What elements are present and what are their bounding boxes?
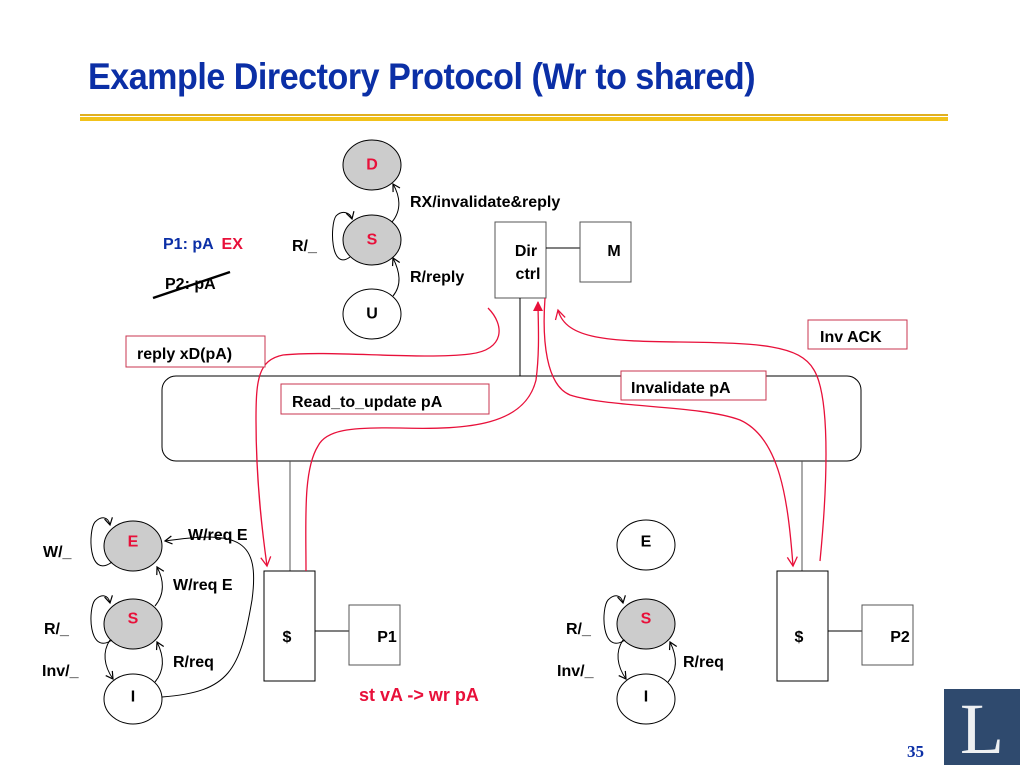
directory-state-machine: D S U RX/invalidate&reply R/reply R/_	[292, 139, 560, 340]
p1-processor-label: P1	[377, 629, 397, 646]
reply-label: reply xD(pA)	[137, 346, 232, 363]
sharer-p2-strikethrough	[152, 270, 231, 300]
p2-state-e	[616, 519, 676, 571]
p2-transition-i-to-s	[667, 640, 678, 683]
p1-state-i-label: I	[131, 689, 135, 706]
p2-state-s	[616, 598, 676, 650]
inv-ack-flow	[554, 308, 827, 562]
title-rule-thick	[80, 117, 948, 121]
p1-transition-s-self-label: R/_	[44, 621, 70, 638]
p1-state-s-label: S	[128, 611, 139, 628]
invalidate-label: Invalidate pA	[631, 380, 731, 397]
p2-cache-label: $	[795, 629, 804, 646]
memory-box	[579, 221, 632, 283]
p1-processor-box	[348, 604, 401, 666]
p2-cache-box	[776, 570, 829, 682]
page-number: 35	[907, 742, 924, 761]
p1-transition-i-to-s-label: R/req	[173, 654, 214, 671]
p2-processor-label: P2	[890, 629, 910, 646]
dir-state-u-label: U	[366, 306, 378, 323]
dir-transition-s-to-d-label: RX/invalidate&reply	[410, 194, 560, 211]
p1-transition-e-self-label: W/_	[43, 544, 73, 561]
dir-transition-s-to-d	[391, 182, 401, 223]
p1-transition-i-to-s	[154, 640, 165, 683]
title-rule	[80, 114, 948, 116]
p2-transition-s-to-i-label: Inv/_	[557, 663, 595, 680]
dir-transition-u-to-s-label: R/reply	[410, 269, 464, 286]
logo-letter: L	[960, 689, 1004, 769]
p1-state-e-label: E	[128, 534, 139, 551]
dir-state-d-label: D	[366, 157, 378, 174]
dir-state-u	[342, 288, 402, 340]
p1-cache-label: $	[283, 629, 292, 646]
university-logo: L	[944, 689, 1020, 765]
p2-transition-s-self	[603, 595, 626, 644]
store-annotation: st vA -> wr pA	[359, 685, 479, 705]
p2-transition-s-self-label: R/_	[566, 621, 592, 638]
p1-cache-box	[263, 570, 316, 682]
p1-transition-s-self	[90, 595, 113, 644]
message-labels: reply xD(pA) Read_to_update pA Invalidat…	[125, 319, 908, 415]
p1-state-s	[103, 598, 163, 650]
dir-state-s	[342, 214, 402, 266]
p2-transition-i-to-s-label: R/req	[683, 654, 724, 671]
p2-transition-s-to-i	[617, 639, 627, 680]
message-flows	[255, 297, 827, 572]
p1-transition-i-to-e	[161, 535, 255, 698]
p1-node: $ P1	[263, 570, 401, 682]
p1-transition-s-to-i	[104, 639, 114, 680]
p2-state-machine: E S I R/_ Inv/_ R/req	[557, 519, 724, 725]
p1-transition-e-self	[90, 517, 113, 567]
p2-state-i-label: I	[644, 689, 648, 706]
read-to-update-flow	[305, 301, 544, 572]
p2-processor-box	[861, 604, 914, 666]
p1-state-e	[103, 520, 163, 572]
p1-transition-s-to-e-label: W/req E	[173, 577, 233, 594]
p2-state-s-label: S	[641, 611, 652, 628]
dir-state-d	[342, 139, 402, 191]
p1-transition-i-to-e-label: W/req E	[188, 527, 248, 544]
p1-state-i	[103, 673, 163, 725]
invalidate-label-box	[620, 370, 767, 401]
dir-ctrl-label-line2: ctrl	[516, 266, 541, 283]
directory-node: Dir ctrl M	[494, 221, 632, 376]
memory-label: M	[607, 243, 620, 260]
sharer-p1-state: EX	[222, 236, 244, 253]
reply-flow	[255, 307, 500, 568]
dir-transition-s-self	[332, 211, 355, 261]
sharer-list: P1: pA EX P2: pA	[152, 236, 243, 300]
dir-state-s-label: S	[367, 232, 378, 249]
read-to-update-label: Read_to_update pA	[292, 394, 443, 411]
p1-transition-s-to-e	[154, 565, 165, 607]
sharer-p1: P1: pA EX	[163, 236, 243, 253]
dir-transition-u-to-s	[391, 256, 401, 297]
p1-transition-s-to-i-label: Inv/_	[42, 663, 80, 680]
invalidate-flow	[543, 297, 798, 568]
p2-state-e-label: E	[641, 534, 652, 551]
sharer-p1-text: P1: pA	[163, 236, 214, 253]
read-to-update-label-box	[280, 383, 490, 415]
inv-ack-label: Inv ACK	[820, 329, 882, 346]
dir-transition-s-self-label: R/_	[292, 238, 318, 255]
inv-ack-label-box	[807, 319, 908, 350]
reply-label-box	[125, 335, 266, 368]
dir-ctrl-box	[494, 221, 547, 299]
dir-ctrl-label-line1: Dir	[515, 243, 537, 260]
p2-state-i	[616, 673, 676, 725]
p1-state-machine: E S I W/_ W/req E W/req E R/_ Inv/_ R/re…	[42, 517, 255, 725]
slide-title: Example Directory Protocol (Wr to shared…	[88, 56, 756, 97]
p2-node: $ P2	[776, 570, 914, 682]
